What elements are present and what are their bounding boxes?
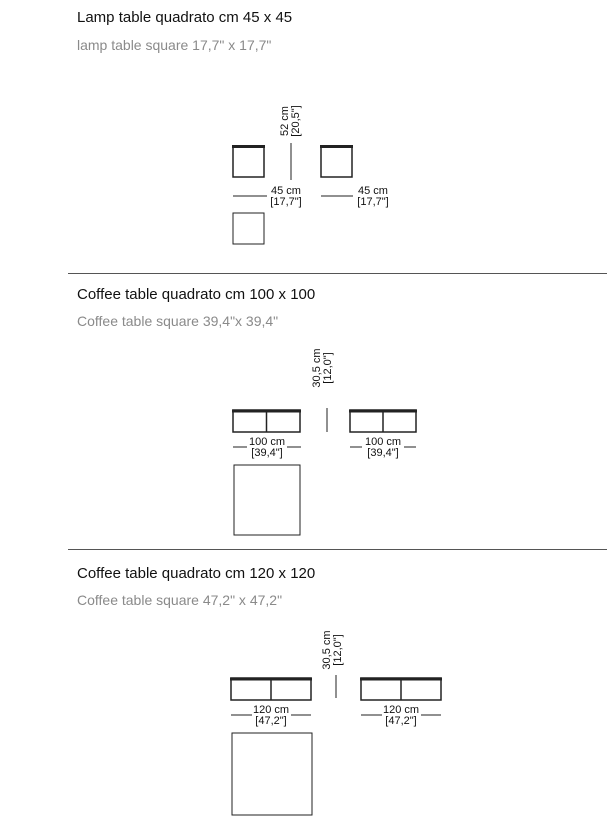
section-divider [68, 273, 607, 274]
lamp-table-drawing [232, 143, 353, 245]
width-cm: 100 cm [248, 436, 286, 448]
width-in: [47,2"] [385, 715, 417, 727]
width-label-right: 45 cm [17,7"] [352, 186, 394, 208]
width-cm: 120 cm [382, 704, 420, 716]
width-label-right: 120 cm [47,2"] [376, 705, 426, 727]
width-label-left: 120 cm [47,2"] [246, 705, 296, 727]
width-in: [47,2"] [255, 715, 287, 727]
height-label: 30,5 cm [12,0"] [321, 627, 344, 673]
width-in: [39,4"] [367, 447, 399, 459]
section-title: Coffee table quadrato cm 120 x 120 [77, 565, 316, 582]
height-label: 30,5 cm [12,0"] [311, 331, 334, 405]
section-subtitle: Coffee table square 39,4"x 39,4" [77, 313, 279, 329]
width-cm: 100 cm [364, 436, 402, 448]
coffee-table-100-drawing [232, 408, 417, 536]
section-title: Coffee table quadrato cm 100 x 100 [77, 286, 316, 303]
width-cm: 45 cm [271, 185, 301, 197]
section-title: Lamp table quadrato cm 45 x 45 [77, 9, 293, 26]
width-label-left: 100 cm [39,4"] [242, 437, 292, 459]
width-in: [39,4"] [251, 447, 283, 459]
coffee-table-120-drawing [230, 675, 442, 816]
width-label-right: 100 cm [39,4"] [358, 437, 408, 459]
width-in: [17,7"] [357, 196, 389, 208]
width-label-left: 45 cm [17,7"] [265, 186, 307, 208]
section-divider [68, 549, 607, 550]
height-in: [12,0"] [332, 634, 344, 666]
width-in: [17,7"] [270, 196, 302, 208]
height-label: 52 cm [20,5"] [279, 99, 302, 143]
height-in: [20,5"] [290, 105, 302, 137]
width-cm: 120 cm [252, 704, 290, 716]
section-subtitle: lamp table square 17,7" x 17,7" [77, 37, 272, 53]
section-subtitle: Coffee table square 47,2" x 47,2" [77, 592, 283, 608]
height-in: [12,0"] [322, 352, 334, 384]
width-cm: 45 cm [358, 185, 388, 197]
